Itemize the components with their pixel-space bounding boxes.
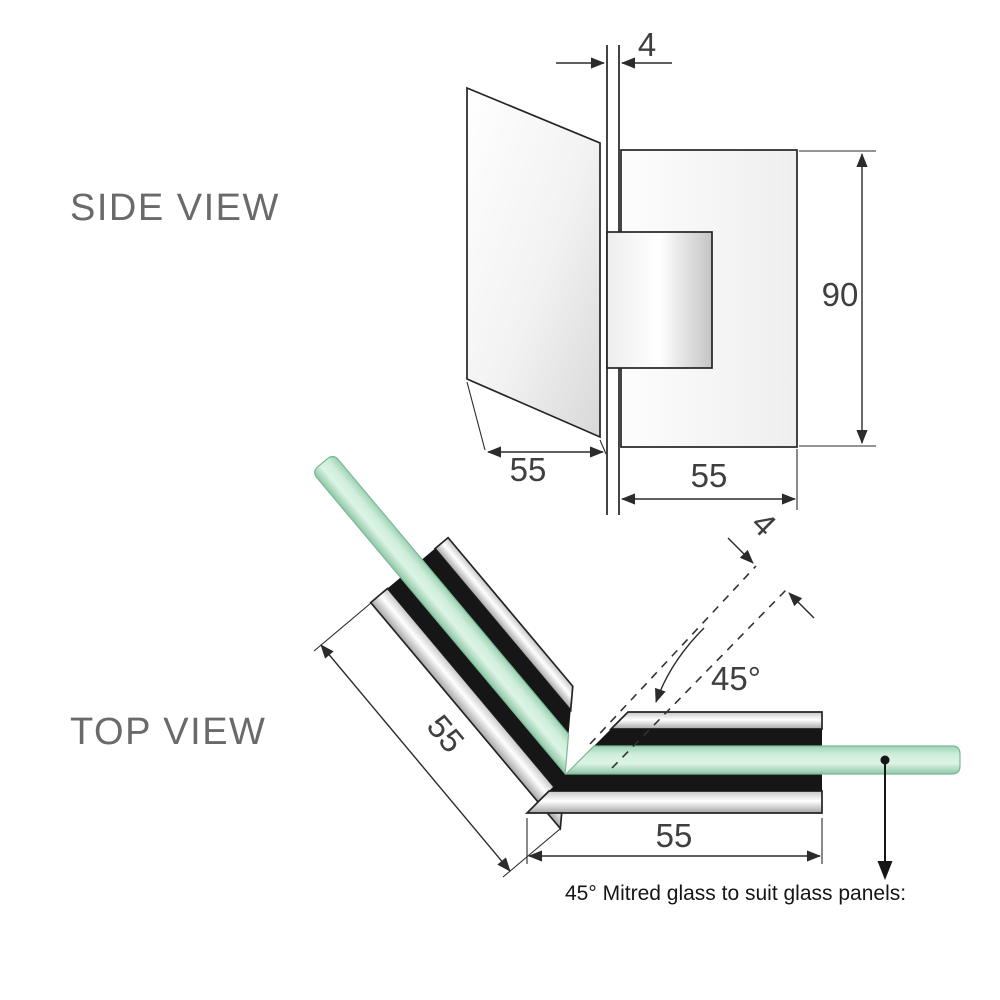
- extension-line: [313, 602, 372, 652]
- extension-line: [466, 381, 486, 451]
- side-view-label: SIDE VIEW: [70, 187, 280, 229]
- dim-value: 4: [638, 26, 656, 63]
- hinge-block-side: [606, 231, 713, 369]
- dim-arrow-line: [727, 537, 754, 564]
- dim-value: 55: [691, 457, 728, 494]
- dim-side-glass-thickness: 4: [556, 26, 672, 69]
- dim-value: 90: [822, 276, 859, 313]
- leader-dot: [880, 755, 890, 765]
- dim-side-plate-width: 55: [621, 449, 798, 510]
- glass-panel-side: [466, 86, 601, 439]
- extension-line: [502, 828, 561, 878]
- hinge-arm-horizontal: [526, 711, 961, 814]
- top-view: TOP VIEW 4 45° 55: [70, 431, 961, 905]
- dim-value: 55: [510, 451, 547, 488]
- angle-arc-arrow: [655, 627, 705, 703]
- mitre-dashed-line: [589, 565, 757, 745]
- dim-value: 55: [656, 817, 693, 854]
- caption: 45° Mitred glass to suit glass panels:: [565, 882, 906, 905]
- dim-top-glass-thickness: 4: [727, 504, 815, 619]
- glass-leader-arrow: [877, 755, 893, 880]
- dim-arrow-line: [320, 644, 511, 872]
- side-view: SIDE VIEW 4 90 55 5: [70, 26, 876, 515]
- mitre-dashed-line: [611, 589, 787, 769]
- top-view-label: TOP VIEW: [70, 711, 266, 753]
- dim-side-plate-height: 90: [799, 150, 876, 447]
- dim-top-horizontal-length: 55: [526, 817, 823, 864]
- dim-value: 4: [745, 504, 784, 543]
- angle-annotation: 45°: [655, 627, 761, 703]
- dim-value: 55: [420, 708, 472, 760]
- mitre-dashed-lines: [589, 565, 787, 769]
- dim-side-glass-width: 55: [466, 381, 607, 488]
- leader-arrowhead-icon: [877, 861, 893, 880]
- dim-arrow-line: [788, 592, 815, 619]
- angle-value: 45°: [711, 660, 761, 697]
